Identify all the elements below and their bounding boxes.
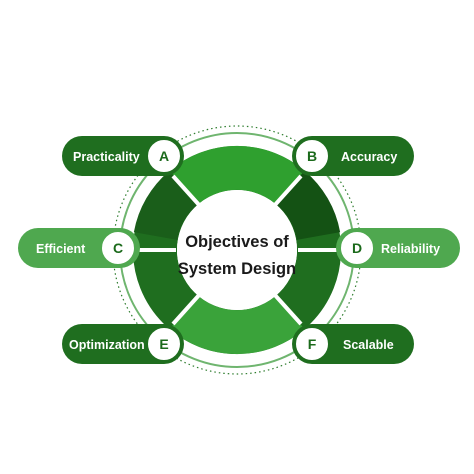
item-a-practicality: Practicality A — [62, 136, 184, 176]
item-a-label: Practicality — [73, 150, 140, 164]
donut-ring — [132, 145, 342, 355]
item-a-letter: A — [159, 148, 169, 164]
item-c-letter: C — [113, 240, 123, 256]
donut-segment-top — [169, 145, 305, 205]
item-b-badge — [294, 138, 330, 174]
item-f-letter: F — [308, 336, 317, 352]
donut-segment-left — [133, 170, 199, 241]
center-title-line1: Objectives of — [185, 233, 289, 251]
item-d-badge — [339, 230, 375, 266]
item-b-accuracy: B Accuracy — [292, 136, 414, 176]
item-e-optimization: Optimization E — [62, 324, 184, 364]
item-d-letter: D — [352, 240, 362, 256]
donut-segment-bottom — [169, 295, 305, 355]
item-b-letter: B — [307, 148, 317, 164]
item-e-letter: E — [159, 336, 168, 352]
item-c-badge — [100, 230, 136, 266]
donut-segment-right — [275, 170, 341, 241]
center-title-line2: System Design — [178, 260, 296, 278]
item-f-badge — [294, 326, 330, 362]
item-d-label: Reliability — [381, 242, 440, 256]
item-f-label: Scalable — [343, 338, 394, 352]
item-e-label: Optimization — [69, 338, 145, 352]
item-e-badge — [146, 326, 182, 362]
item-f-scalable: F Scalable — [292, 324, 414, 364]
item-b-label: Accuracy — [341, 150, 397, 164]
item-a-badge — [146, 138, 182, 174]
item-d-reliability: D Reliability — [336, 228, 460, 268]
item-c-efficient: Efficient C — [18, 228, 140, 268]
center-circle — [177, 190, 297, 310]
item-c-label: Efficient — [36, 242, 86, 256]
